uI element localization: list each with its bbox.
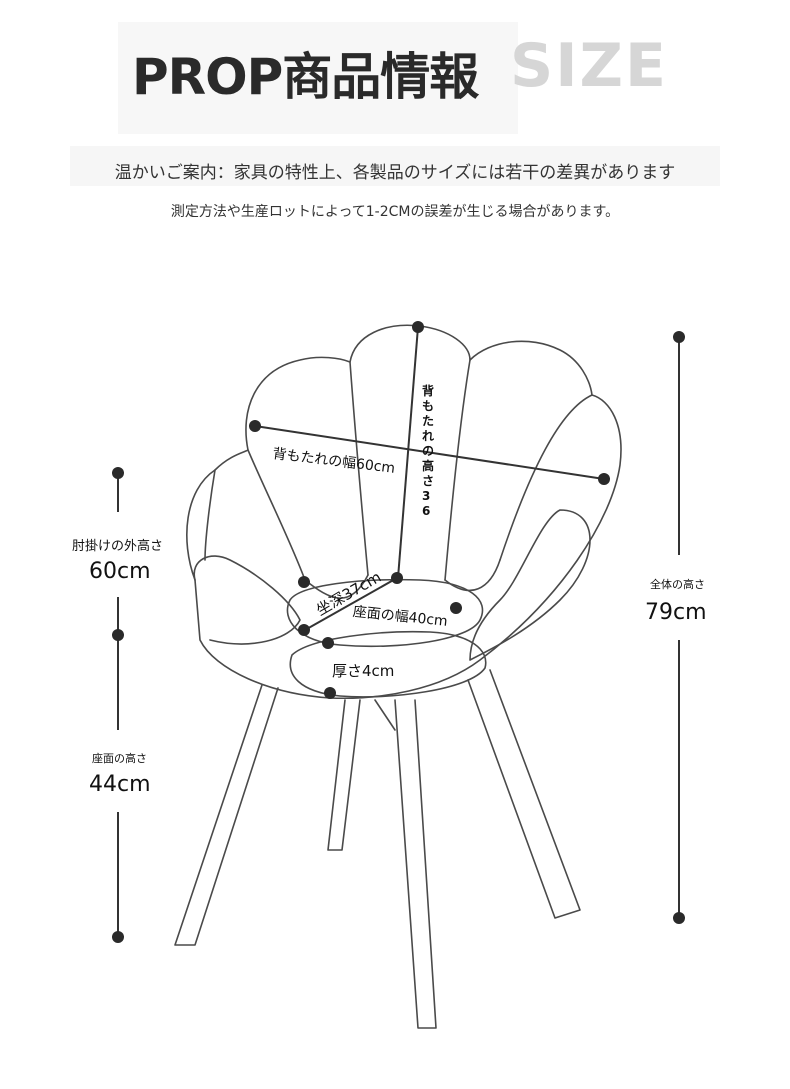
seat-height-label: 座面の高さ xyxy=(92,752,147,765)
seat-cushion xyxy=(286,578,484,648)
page-title: PROP商品情報 xyxy=(132,48,479,106)
thickness-label: 厚さ4cm xyxy=(332,662,395,680)
dot-thickness-top xyxy=(322,637,334,649)
petal-line-3 xyxy=(444,359,471,581)
seat-height-value: 44cm xyxy=(89,772,151,797)
dot-armrest-top xyxy=(112,467,124,479)
leg-rear-mid xyxy=(374,699,396,731)
size-watermark: SIZE xyxy=(510,31,669,101)
dot-thickness-bottom xyxy=(324,687,336,699)
dot-seat-back xyxy=(391,572,403,584)
petal-line-1 xyxy=(247,449,306,581)
title-background xyxy=(118,22,518,134)
dot-seat-left-back xyxy=(298,576,310,588)
dot-total-bottom xyxy=(673,912,685,924)
dot-backrest-left xyxy=(249,420,261,432)
inner-petal-left xyxy=(304,574,369,599)
notice-background xyxy=(70,146,720,186)
notice-line-2: 測定方法や生産ロットによって1-2CMの誤差が生じる場合があります。 xyxy=(170,204,620,220)
armrest-height-value: 60cm xyxy=(89,559,151,584)
right-arm xyxy=(469,509,591,661)
dot-armrest-bottom xyxy=(112,629,124,641)
leg-back-left xyxy=(327,699,361,851)
petal-line-5 xyxy=(204,469,216,561)
dot-seat-right xyxy=(450,602,462,614)
backrest-height-label: 背もたれの高さ36 xyxy=(422,384,435,518)
armrest-height-label: 肘掛けの外高さ xyxy=(72,539,164,554)
petal-line-2 xyxy=(349,361,369,576)
dot-seat-left-front xyxy=(298,624,310,636)
petal-line-4 xyxy=(499,394,593,561)
notice-line-1: 温かいご案内：家具の特性上、各製品のサイズには若干の差異があります xyxy=(114,163,676,183)
backrest-outline xyxy=(186,324,622,700)
inner-petal-right xyxy=(444,559,501,592)
seat-front xyxy=(289,630,487,698)
left-arm xyxy=(193,555,301,645)
leg-back-right xyxy=(467,669,581,919)
backrest-height-line xyxy=(397,326,419,579)
dot-total-top xyxy=(673,331,685,343)
total-height-label: 全体の高さ xyxy=(650,578,705,591)
total-height-value: 79cm xyxy=(645,600,707,625)
dot-backrest-right xyxy=(598,473,610,485)
dot-backrest-top xyxy=(412,321,424,333)
backrest-width-line xyxy=(254,425,605,480)
leg-front-left xyxy=(174,684,279,946)
seat-depth-line xyxy=(304,577,398,631)
leg-front-center xyxy=(394,699,437,1029)
dot-floor-left xyxy=(112,931,124,943)
